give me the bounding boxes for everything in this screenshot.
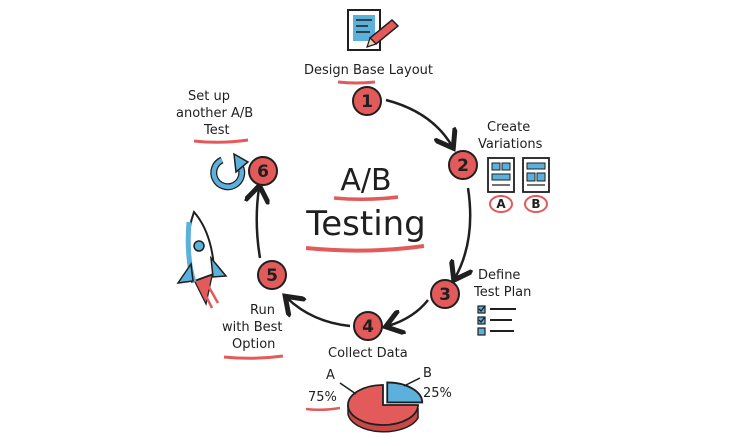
step-4-circle: 4 bbox=[353, 311, 383, 341]
pie-slice-a bbox=[347, 384, 419, 426]
arrow-3-to-4 bbox=[388, 299, 429, 326]
underline-testing bbox=[305, 244, 425, 253]
step-2-label-line1: Create bbox=[487, 120, 531, 135]
step-2-label-line2: Variations bbox=[478, 137, 543, 152]
step-2-circle: 2 bbox=[448, 150, 478, 180]
step-3-label-line2: Test Plan bbox=[474, 285, 532, 300]
step-6-label-line2: another A/B bbox=[176, 106, 254, 121]
variant-b-label: B bbox=[531, 197, 540, 211]
step-6-label-line1: Set up bbox=[188, 89, 230, 104]
step-4-number: 4 bbox=[362, 317, 374, 337]
underline-75 bbox=[305, 406, 341, 412]
pie-a-value: 75% bbox=[308, 390, 337, 405]
step-5-label-line1: Run bbox=[250, 303, 275, 318]
pie-slice-b bbox=[386, 381, 424, 404]
step-5-label-line3: Option bbox=[232, 337, 276, 352]
step-6-label-line3: Test bbox=[204, 123, 230, 138]
variant-a-label: A bbox=[496, 197, 506, 211]
step-2-number: 2 bbox=[457, 156, 469, 176]
step-1-number: 1 bbox=[361, 92, 373, 112]
step-6-number: 6 bbox=[257, 162, 269, 182]
step-6-circle: 6 bbox=[248, 156, 278, 186]
arrow-4-to-5 bbox=[287, 298, 351, 328]
arrow-5-to-6 bbox=[257, 188, 260, 259]
step-3-label-line1: Define bbox=[478, 268, 521, 283]
underline-ab bbox=[333, 195, 399, 202]
underline-base bbox=[337, 80, 376, 85]
variations-icon: A B bbox=[487, 157, 550, 213]
checklist-icon bbox=[477, 305, 516, 336]
step-5-number: 5 bbox=[266, 266, 278, 286]
step-1-label: Design Base Layout bbox=[304, 63, 433, 78]
step-1-circle: 1 bbox=[352, 86, 382, 116]
step-3-circle: 3 bbox=[430, 279, 460, 309]
underline-option bbox=[223, 354, 284, 360]
arrow-2-to-3 bbox=[455, 187, 470, 278]
pie-b-label: B bbox=[423, 366, 432, 381]
pie-b-value: 25% bbox=[423, 386, 452, 401]
step-3-number: 3 bbox=[439, 285, 451, 305]
pie-a-label: A bbox=[326, 368, 335, 383]
arrow-1-to-2 bbox=[385, 98, 452, 146]
rocket-icon bbox=[176, 210, 228, 309]
step-5-label-line2: with Best bbox=[222, 320, 283, 335]
refresh-icon bbox=[210, 152, 250, 191]
center-title-ab: A/B bbox=[340, 163, 392, 198]
underline-another-test bbox=[193, 138, 249, 144]
pie-chart-icon bbox=[339, 377, 424, 433]
center-title-testing: Testing bbox=[306, 204, 426, 244]
layout-sketch-icon bbox=[347, 9, 400, 51]
step-4-label: Collect Data bbox=[328, 346, 408, 361]
step-5-circle: 5 bbox=[257, 260, 287, 290]
